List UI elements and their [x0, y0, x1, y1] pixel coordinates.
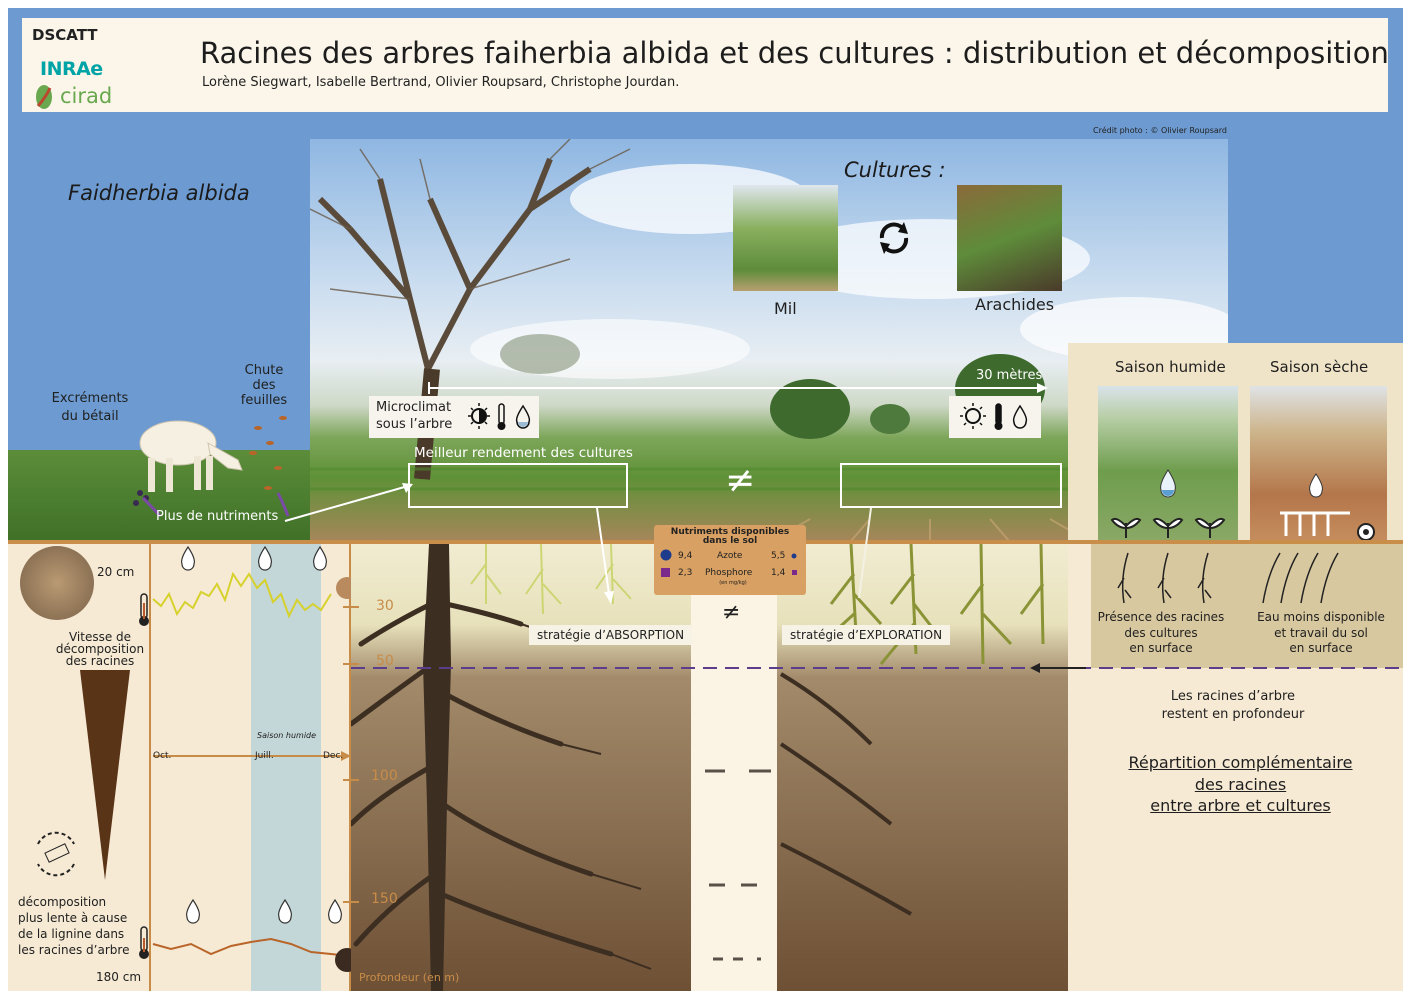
nitrogen-left-value: 9,4 [678, 551, 693, 561]
depth-tick-100: 100 [371, 768, 398, 784]
season-dry-photo [1250, 386, 1387, 541]
root-depth-dashed-line [351, 667, 1403, 669]
goat-illustration [133, 416, 290, 517]
rain-drops-top [181, 545, 327, 571]
grass-strip [8, 450, 310, 542]
cultures-title: Cultures : [844, 158, 946, 182]
crop-zone-open-field [840, 463, 1062, 508]
surface-roots-box [1091, 544, 1403, 668]
nutrients-unit: (en mg/kg) [719, 580, 747, 586]
depth-axis [349, 544, 351, 991]
month-dec: Dec. [323, 751, 344, 761]
season-dry-label: Saison sèche [1270, 358, 1369, 376]
phosphorus-square-small-icon [792, 570, 797, 575]
dry-surface-text: Eau moins disponible et travail du sol e… [1257, 610, 1385, 655]
species-title: Faidherbia albida [68, 181, 250, 205]
logo-inrae: INRAe [40, 58, 103, 80]
mid-dashes [705, 769, 771, 961]
phosphorus-right-value: 1,4 [771, 568, 786, 578]
leaf-fall-label: Chute des feuilles [240, 363, 288, 408]
more-nutrients-label: Plus de nutriments [156, 509, 279, 524]
thermometer-bottom-icon [139, 926, 149, 959]
different-symbol-soil: ≠ [722, 600, 741, 625]
microclimate-label: Microclimat sous l’arbre [376, 400, 453, 432]
exploration-strategy-label: stratégie d’EXPLORATION [782, 625, 951, 645]
authors: Lorène Siegwart, Isabelle Bertrand, Oliv… [202, 75, 680, 90]
moisture-curves [152, 571, 351, 972]
wet-season-label: Saison humide [257, 731, 317, 740]
decomposition-panel [8, 544, 149, 991]
decomposition-cycle-icon [37, 831, 75, 877]
crop-zone-under-tree [408, 463, 628, 508]
logo-dscatt: DSCATT [32, 26, 98, 44]
nitrogen-dot-small-icon [791, 553, 797, 559]
season-humid-photo [1098, 386, 1238, 541]
complementary-line-3: entre arbre et cultures [1150, 796, 1331, 815]
nitrogen-dot-icon [660, 549, 672, 561]
crop-peanut-label: Arachides [975, 295, 1055, 314]
header-banner [22, 18, 1388, 112]
bottom-depth-label: 180 cm [96, 970, 142, 984]
decomposition-speed-label: Vitesse de décomposition des racines [55, 630, 145, 668]
phosphorus-label: Phosphore [705, 568, 753, 578]
distance-label: 30 mètres [976, 368, 1043, 383]
distance-arrow [428, 382, 1048, 394]
month-july: Juill. [255, 751, 274, 761]
microclimate-icons [468, 403, 531, 430]
nutrients-box [654, 525, 806, 595]
dry-tillage-icons [1280, 473, 1375, 541]
soil-divider [691, 544, 777, 991]
photo-credit: Crédit photo : © Olivier Roupsard [1093, 126, 1227, 135]
rain-drops-bottom [186, 898, 342, 924]
complementary-title: Répartition complémentaire des racines e… [1108, 752, 1373, 817]
roots-illustration [351, 544, 1045, 991]
depth-tick-50: 50 [376, 653, 394, 669]
millet-photo [733, 185, 838, 291]
exploration-arrow [858, 507, 872, 599]
absorption-arrow [596, 507, 614, 604]
logo-cirad: cirad [60, 84, 113, 108]
deep-roots-text: Les racines d’arbre restent en profondeu… [1161, 689, 1305, 722]
nitrogen-right-value: 5,5 [771, 551, 786, 561]
month-oct: Oct. [153, 751, 172, 761]
top-depth-label: 20 cm [97, 565, 135, 579]
complementary-line-1: Répartition complémentaire [1128, 753, 1353, 772]
peanut-photo [957, 185, 1062, 291]
nutrients-arrow [284, 483, 413, 522]
surface-roots-icons [1117, 552, 1339, 604]
excrement-label: Excréments du bétail [51, 391, 129, 424]
phosphorus-square-icon [661, 568, 670, 577]
depth-tick-150: 150 [371, 891, 398, 907]
rotation-icon [879, 222, 909, 254]
decomposition-wedge [80, 670, 130, 880]
slow-decomposition-text: décomposition plus lente à cause de la l… [18, 895, 130, 957]
crop-millet-label: Mil [774, 299, 797, 318]
humid-surface-text: Présence des racines des cultures en sur… [1097, 610, 1225, 655]
microclimate-box [369, 396, 539, 438]
depth-axis-label: Profondeur (en m) [359, 971, 460, 984]
thermometer-icon [139, 593, 149, 626]
nutrients-title: Nutriments disponibles dans le sol [670, 527, 790, 546]
depth-tick-30: 30 [376, 598, 394, 614]
better-yield-label: Meilleur rendement des cultures [414, 445, 633, 461]
season-humid-label: Saison humide [1115, 358, 1226, 376]
cirad-leaf-icon [36, 85, 52, 109]
different-symbol-photo: ≠ [725, 460, 756, 501]
nitrogen-label: Azote [717, 551, 743, 561]
poster: DSCATT INRAe cirad Racines des arbres fa… [8, 8, 1403, 991]
soil-sample-photo [20, 546, 94, 620]
depth-axis-ticks [343, 606, 359, 903]
humid-crop-icons [1110, 469, 1226, 538]
open-field-climate-icons [960, 403, 1028, 430]
phosphorus-left-value: 2,3 [678, 568, 693, 578]
deep-roots-arrow [1030, 663, 1086, 673]
absorption-strategy-label: stratégie d’ABSORPTION [529, 625, 693, 645]
complementary-line-2: des racines [1194, 774, 1287, 794]
page-title: Racines des arbres faiherbia albida et d… [200, 36, 1389, 70]
soil-open-field [777, 544, 1068, 991]
